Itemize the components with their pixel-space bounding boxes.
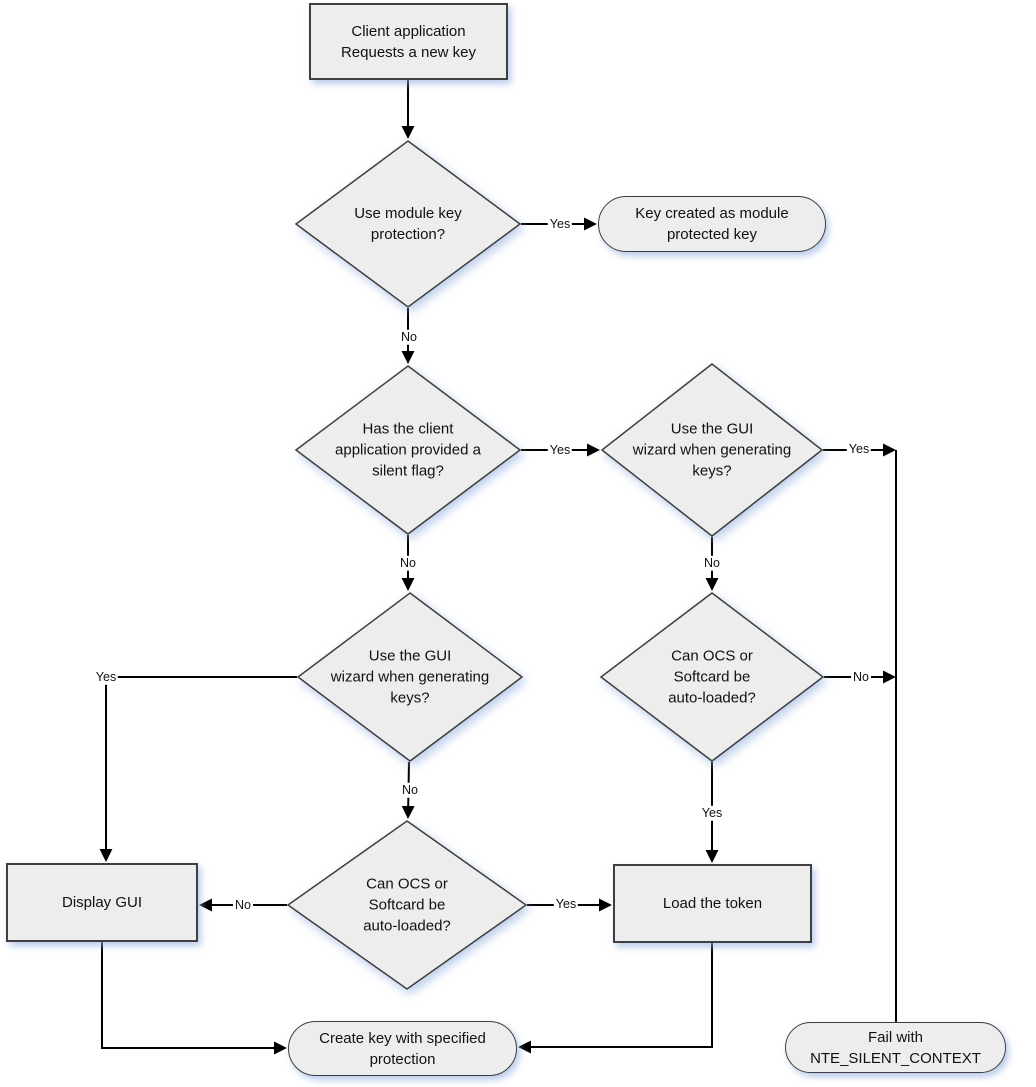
load-token-box: Load the token	[613, 864, 812, 943]
edge-label-module-yes: Yes	[547, 216, 573, 232]
edge-label-ocs-yes: Yes	[553, 896, 579, 912]
create-key-label: Create key with specified protection	[319, 1029, 486, 1068]
diamond-shape	[600, 363, 824, 537]
ocs-autoload-silent-decision: Can OCS or Softcard be auto-loaded?	[599, 592, 825, 762]
gui-wizard-decision: Use the GUI wizard when generating keys?	[296, 592, 524, 762]
edge-label-silent-no: No	[398, 555, 418, 571]
edge-loadtoken-to-createkey	[518, 943, 713, 1054]
silent-flag-decision: Has the client application provided a si…	[294, 365, 522, 535]
edge-label-wizard-silent-no: No	[702, 555, 722, 571]
display-gui-box: Display GUI	[6, 863, 198, 942]
diamond-shape	[294, 365, 522, 535]
fail-label: Fail with NTE_SILENT_CONTEXT	[810, 1028, 981, 1067]
create-key-result: Create key with specified protection	[288, 1021, 517, 1076]
display-gui-label: Display GUI	[61, 894, 143, 911]
module-protected-key-label: Key created as module protected key	[635, 205, 789, 243]
client-request-box: Client application Requests a new key	[309, 3, 508, 80]
gui-wizard-silent-label: Use the GUI wizard when generating keys?	[632, 420, 792, 480]
ocs-autoload-decision: Can OCS or Softcard be auto-loaded?	[286, 820, 528, 990]
fail-result: Fail with NTE_SILENT_CONTEXT	[785, 1022, 1006, 1073]
client-request-label: Client application Requests a new key	[340, 22, 477, 61]
edge-label-silent-yes: Yes	[547, 442, 573, 458]
edge-label-wizard-silent-yes: Yes	[846, 441, 872, 457]
diamond-shape	[294, 140, 522, 308]
edge-wizard-yes	[99, 676, 297, 862]
diamond-shape	[296, 592, 524, 762]
edge-label-wizard-yes: Yes	[93, 669, 119, 685]
diamond-shape	[599, 592, 825, 762]
edge-label-ocs-silent-yes: Yes	[699, 805, 725, 821]
module-protected-key-result: Key created as module protected key	[598, 196, 826, 252]
silent-flag-label: Has the client application provided a si…	[335, 420, 481, 480]
load-token-label: Load the token	[662, 895, 763, 912]
module-protection-label: Use module key protection?	[354, 205, 462, 243]
module-protection-decision: Use module key protection?	[294, 140, 522, 308]
gui-wizard-label: Use the GUI wizard when generating keys?	[330, 647, 490, 707]
edge-label-ocs-silent-no: No	[851, 669, 871, 685]
ocs-autoload-silent-label: Can OCS or Softcard be auto-loaded?	[668, 647, 756, 707]
gui-wizard-silent-decision: Use the GUI wizard when generating keys?	[600, 363, 824, 537]
edge-label-module-no: No	[399, 329, 419, 345]
edge-label-ocs-no: No	[233, 897, 253, 913]
edge-label-wizard-no: No	[400, 782, 420, 798]
ocs-autoload-label: Can OCS or Softcard be auto-loaded?	[363, 875, 451, 935]
diamond-shape	[286, 820, 528, 990]
edge-displaygui-to-createkey	[101, 942, 287, 1055]
